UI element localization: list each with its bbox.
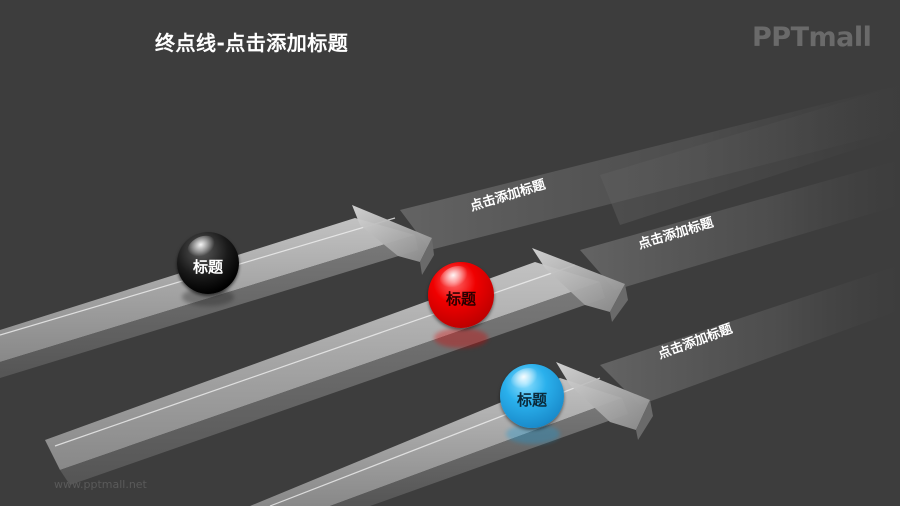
ball-1-label: 标题 [192,257,223,276]
ball-1-reflection [182,288,234,306]
page-title[interactable]: 终点线-点击添加标题 [155,31,349,55]
band-3 [600,265,900,405]
ball-3-blue[interactable]: 标题 [500,363,564,428]
pptmall-logo: PPTmall [752,22,872,53]
ball-1-black[interactable]: 标题 [177,231,239,294]
band-1 [400,85,900,250]
band-2 [580,160,900,290]
ball-2-label: 标题 [445,289,476,308]
ball-2-red[interactable]: 标题 [428,261,494,328]
ball-2-reflection [434,328,488,348]
watermark-text: www.pptmall.net [54,478,147,491]
ball-3-reflection [506,424,560,444]
ball-3-label: 标题 [516,390,547,409]
